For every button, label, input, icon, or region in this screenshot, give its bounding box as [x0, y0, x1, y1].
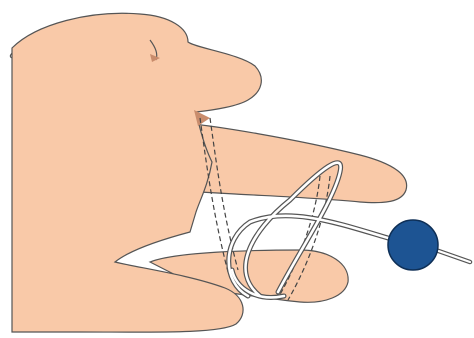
hand-icon: [12, 13, 407, 332]
bead-icon: [388, 220, 438, 270]
